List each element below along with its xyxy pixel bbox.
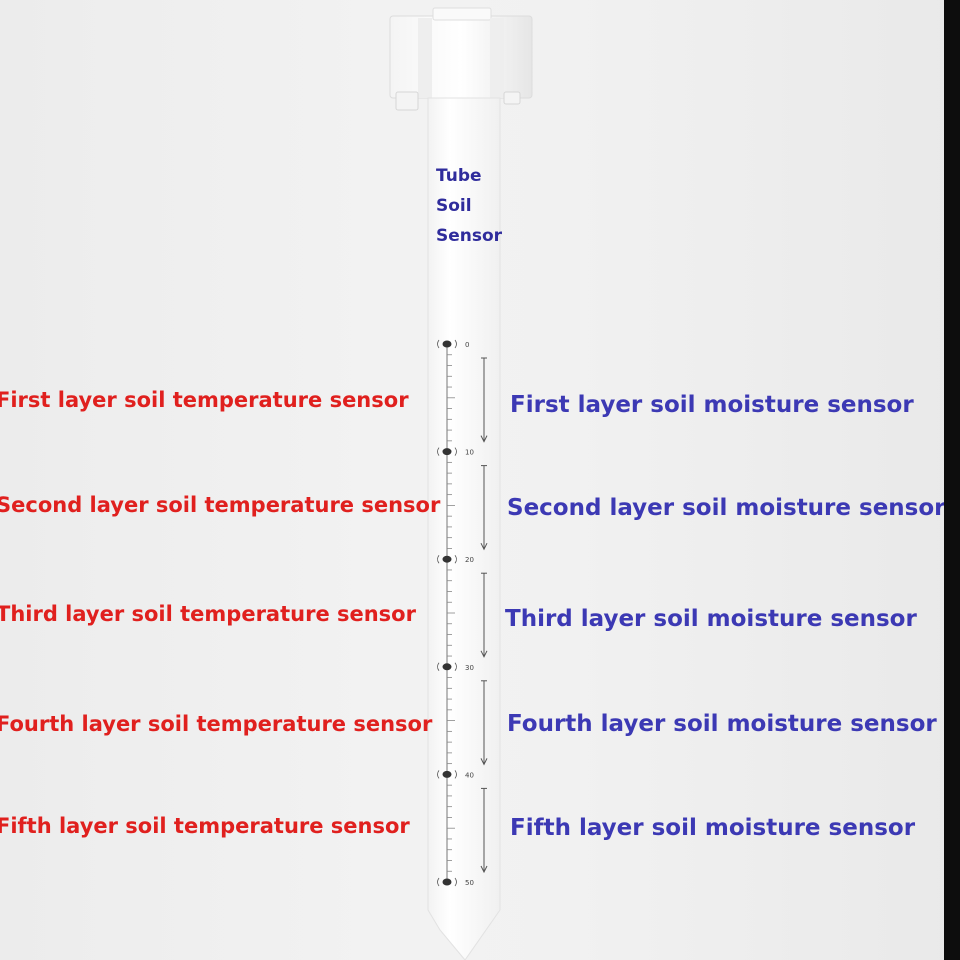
scale-mark-label: 50 — [465, 879, 474, 887]
probe-scale: 0 10 20 30 40 50 — [437, 339, 488, 887]
sensor-dot — [442, 555, 452, 563]
scale-mark-label: 20 — [465, 556, 474, 564]
tube-title-line-2: Soil — [436, 196, 472, 216]
signal-wave-icon — [437, 447, 457, 456]
moisture-label-3: Third layer soil moisture sensor — [505, 606, 917, 632]
moisture-label-1: First layer soil moisture sensor — [510, 392, 914, 418]
arrow-head-icon — [480, 865, 488, 874]
temperature-label-3: Third layer soil temperature sensor — [0, 602, 416, 626]
sensor-dot — [442, 448, 452, 456]
signal-wave-icon — [437, 554, 457, 564]
moisture-label-2: Second layer soil moisture sensor — [507, 495, 946, 521]
sensor-dot — [442, 770, 452, 778]
probe-cap — [389, 7, 533, 111]
arrow-head-icon — [480, 650, 488, 658]
temperature-label-4: Fourth layer soil temperature sensor — [0, 712, 433, 736]
signal-wave-icon — [437, 877, 457, 887]
moisture-label-4: Fourth layer soil moisture sensor — [507, 711, 937, 737]
signal-wave-icon — [437, 770, 457, 779]
temperature-label-5: Fifth layer soil temperature sensor — [0, 814, 410, 838]
tube-title-line-1: Tube — [436, 166, 482, 186]
arrow-head-icon — [480, 758, 488, 766]
sensor-dot — [442, 663, 452, 671]
temperature-label-1: First layer soil temperature sensor — [0, 388, 409, 412]
sensor-dot — [442, 340, 452, 348]
sensor-dot — [442, 878, 452, 886]
arrow-head-icon — [480, 435, 488, 443]
scale-mark-label: 10 — [465, 449, 474, 457]
arrow-head-icon — [480, 542, 488, 551]
right-edge-bar — [944, 0, 960, 960]
signal-wave-icon — [437, 339, 457, 349]
temperature-label-2: Second layer soil temperature sensor — [0, 493, 441, 517]
probe-tube — [427, 97, 501, 960]
signal-wave-icon — [437, 662, 457, 672]
scale-mark-label: 0 — [465, 341, 469, 349]
tube-title-line-3: Sensor — [436, 226, 503, 246]
scale-mark-label: 40 — [465, 771, 474, 779]
scale-mark-label: 30 — [465, 664, 474, 672]
moisture-label-5: Fifth layer soil moisture sensor — [510, 815, 916, 841]
